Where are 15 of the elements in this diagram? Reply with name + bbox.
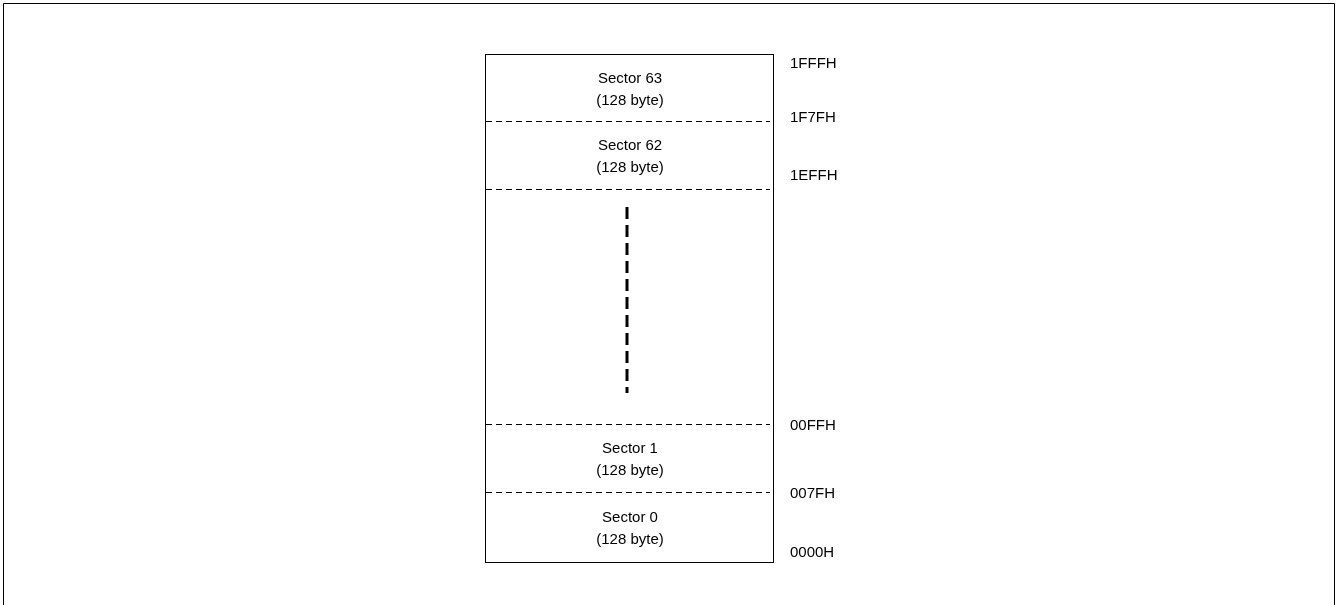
address-label: 1FFFH [790, 54, 837, 71]
sector-name: Sector 63 [597, 67, 663, 88]
sector-name: Sector 1 [602, 438, 658, 458]
address-label: 0000H [790, 543, 835, 560]
address-label: 1EFFH [790, 166, 838, 183]
sector-size: (128 byte) [596, 529, 664, 549]
sector-size: (128 byte) [596, 460, 664, 480]
address-label: 1F7FH [790, 108, 836, 125]
sector-size: (128 byte) [596, 89, 664, 110]
address-label: 007FH [790, 484, 836, 501]
sector-size: (128 byte) [596, 157, 664, 177]
memory-map-box [485, 54, 774, 563]
sector-name: Sector 0 [602, 507, 658, 527]
address-label: 00FFH [790, 416, 836, 433]
sector-name: Sector 62 [597, 135, 663, 155]
